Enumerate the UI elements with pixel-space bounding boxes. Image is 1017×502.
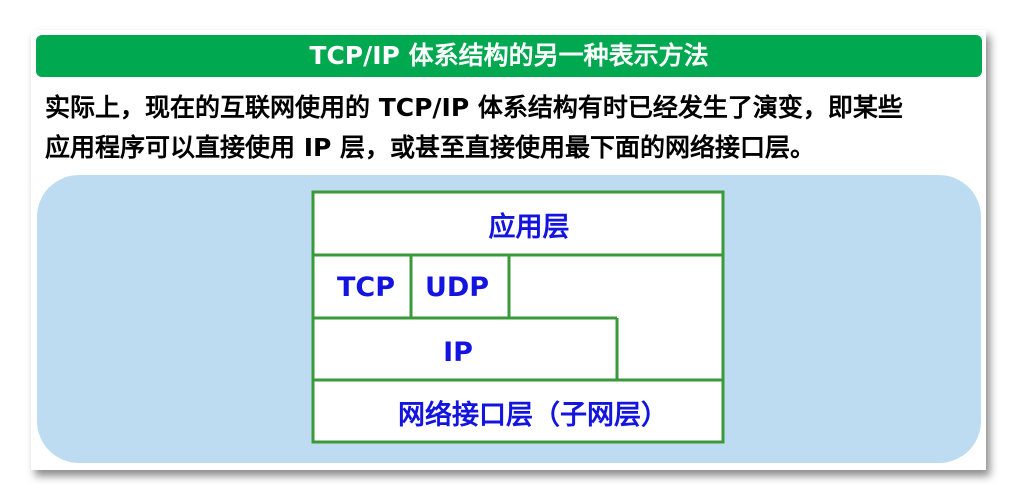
ip-layer-label: IP [443,337,473,368]
tcp-layer-label: TCP [337,272,395,303]
title-bar: TCP/IP 体系结构的另一种表示方法 [36,35,982,77]
udp-layer-label: UDP [425,272,489,303]
network-interface-layer-label: 网络接口层（子网层） [398,399,668,431]
slide: TCP/IP 体系结构的另一种表示方法 实际上，现在的互联网使用的 TCP/IP… [31,30,986,470]
description-line-2: 应用程序可以直接使用 IP 层，或甚至直接使用最下面的网络接口层。 [45,133,816,162]
layer-diagram: 应用层 TCP UDP IP 网络接口层（子网层） [311,190,725,444]
slide-title: TCP/IP 体系结构的另一种表示方法 [309,41,709,70]
application-layer-label: 应用层 [489,211,570,243]
description-line-1: 实际上，现在的互联网使用的 TCP/IP 体系结构有时已经发生了演变，即某些 [45,93,903,122]
description-text: 实际上，现在的互联网使用的 TCP/IP 体系结构有时已经发生了演变，即某些 应… [45,88,975,168]
